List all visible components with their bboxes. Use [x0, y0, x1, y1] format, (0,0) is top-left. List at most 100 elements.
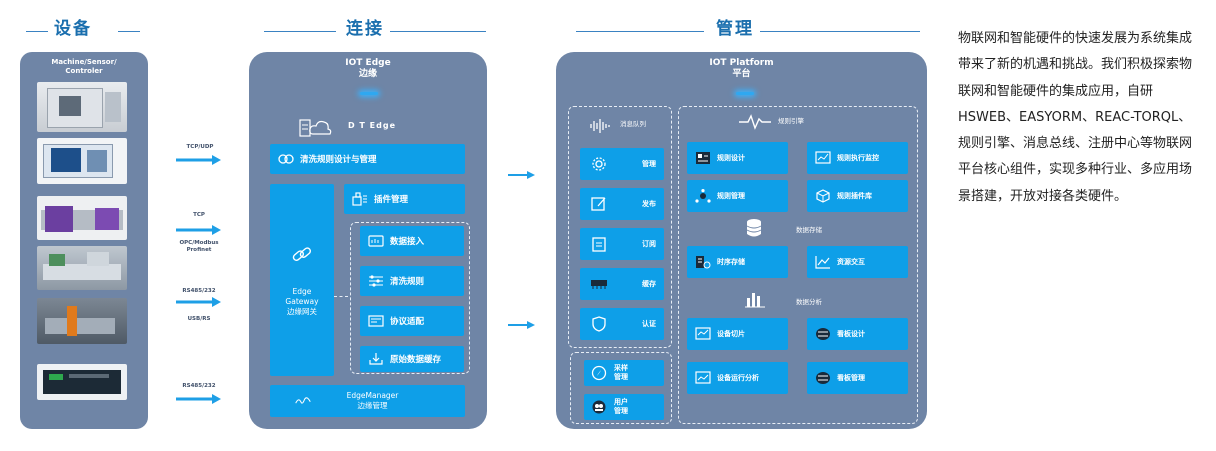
rule-manage-box[interactable]: 规则管理 [687, 180, 788, 212]
wave-path-icon [292, 394, 314, 408]
iot-edge-title: IOT Edge 边缘 [249, 58, 487, 80]
protocol-label-2-line1: TCP [193, 212, 205, 218]
board-manage-label: 看板管理 [837, 374, 865, 382]
protocol-adapt-label: 协议适配 [390, 317, 425, 327]
iot-edge-title-line1: IOT Edge [345, 58, 391, 68]
device-image-cnc-machine [37, 82, 127, 132]
shield-icon [592, 316, 606, 332]
description-text: 物联网和智能硬件的快速发展为系统集成带来了新的机遇和挑战。我们积极探索物联网和智… [958, 31, 1193, 204]
collect-manage-box[interactable]: 采样 管理 [584, 360, 664, 386]
rule-design-icon [695, 151, 711, 165]
dtedge-cloud-icon [299, 119, 332, 137]
protocol-label-1: TCP/UDP [186, 144, 214, 150]
edge-manager-box[interactable]: EdgeManager 边缘管理 [270, 385, 465, 417]
protocol-icon [368, 314, 384, 328]
user-manage-line2: 管理 [614, 407, 628, 415]
protocol-label-2b: OPC/Modbus Profinet [166, 240, 232, 254]
collect-user-group [570, 352, 672, 424]
clean-rule-box[interactable]: 清洗规则 [360, 266, 464, 296]
protocol-label-2: TCP [168, 212, 230, 219]
raw-data-cache-box[interactable]: 原始数据缓存 [360, 346, 464, 372]
collect-manage-line1: 采样 [614, 364, 628, 372]
gateway-sub-dashed-group [350, 222, 470, 374]
queue-item-manage[interactable]: 管理 [580, 148, 664, 180]
slice-monitor-icon [695, 327, 711, 341]
rule-manage-label: 规则管理 [717, 192, 745, 200]
connect-title-line-left [264, 31, 336, 32]
edge-gateway-line3: 边缘网关 [286, 307, 317, 316]
protocol-adapt-box[interactable]: 协议适配 [360, 306, 464, 336]
device-image-workshop [37, 298, 127, 344]
rule-plugin-box[interactable]: 规则插件库 [807, 180, 908, 212]
iot-edge-title-line2: 边缘 [358, 69, 377, 79]
rule-monitor-box[interactable]: 规则执行监控 [807, 142, 908, 174]
gear-icon [592, 157, 606, 171]
network-nodes-icon [695, 189, 711, 203]
board-design-label: 看板设计 [837, 330, 865, 338]
iot-edge-glow [360, 92, 378, 95]
device-slice-box[interactable]: 设备切片 [687, 318, 788, 350]
queue-item-auth-label: 认证 [642, 320, 656, 328]
queue-item-cache[interactable]: 缓存 [580, 268, 664, 300]
ts-storage-box[interactable]: 时序存储 [687, 246, 788, 278]
monitor-chart-icon [815, 151, 831, 165]
layers-icon [815, 327, 831, 341]
board-design-box[interactable]: 看板设计 [807, 318, 908, 350]
protocol-label-2-line2: OPC/Modbus [179, 240, 219, 246]
clipboard-icon [592, 237, 606, 252]
link-loop-icon [278, 152, 294, 166]
queue-item-auth[interactable]: 认证 [580, 308, 664, 340]
queue-item-cache-label: 缓存 [642, 280, 656, 288]
arrow-edge-to-platform-2 [508, 321, 535, 329]
arrow-device-to-edge-4 [176, 394, 221, 404]
protocol-label-4: USB/RS [187, 316, 211, 322]
devices-title-line-right [118, 31, 140, 32]
clean-rule-design-box[interactable]: 清洗规则设计与管理 [270, 144, 465, 174]
device-slice-label: 设备切片 [717, 330, 745, 338]
protocol-label-3: RS485/232 [182, 288, 216, 294]
iot-platform-title-line1: IOT Platform [709, 58, 774, 68]
plugin-icon [352, 192, 368, 206]
plugin-manage-box[interactable]: 插件管理 [344, 184, 465, 214]
data-interact-box[interactable]: 资源交互 [807, 246, 908, 278]
gateway-connector-line [334, 296, 348, 297]
iot-platform-title-line2: 平台 [732, 69, 751, 79]
user-manage-box[interactable]: 用户 管理 [584, 394, 664, 420]
manage-title: 管理 [716, 19, 754, 39]
edge-gateway-box[interactable]: Edge Gateway 边缘网关 [270, 184, 334, 376]
platform-core-group [678, 106, 918, 424]
line-chart-icon [815, 255, 831, 269]
data-storage-title: 数据存储 [796, 226, 822, 234]
manage-title-line-right [760, 31, 920, 32]
data-analysis-title: 数据分析 [796, 298, 822, 306]
device-image-factory-line [37, 246, 127, 290]
download-icon [368, 352, 384, 366]
raw-data-cache-label: 原始数据缓存 [390, 355, 442, 365]
memory-icon [591, 280, 607, 289]
iot-platform-glow [736, 92, 754, 95]
protocol-label-2-line3: Profinet [186, 247, 212, 253]
connect-title: 连接 [346, 19, 384, 39]
database-icon [746, 219, 762, 237]
rule-design-box[interactable]: 规则设计 [687, 142, 788, 174]
edge-gateway-line2: Gateway [285, 297, 319, 306]
queue-wave-icon [590, 119, 610, 133]
device-run-analysis-box[interactable]: 设备运行分析 [687, 362, 788, 394]
layers-icon-2 [815, 371, 831, 385]
dtedge-label: D T Edge [348, 121, 397, 130]
queue-item-subscribe[interactable]: 订阅 [580, 228, 664, 260]
queue-item-subscribe-label: 订阅 [642, 240, 656, 248]
bar-chart-icon [745, 293, 765, 308]
queue-item-publish[interactable]: 发布 [580, 188, 664, 220]
devices-panel-title: Machine/Sensor/ Controler [51, 58, 117, 75]
user-manage-line1: 用户 [614, 398, 628, 406]
board-manage-box[interactable]: 看板管理 [807, 362, 908, 394]
edge-manager-line1: EdgeManager [346, 391, 399, 400]
device-image-injection-machine [37, 196, 127, 240]
queue-item-manage-label: 管理 [642, 160, 656, 168]
data-access-box[interactable]: 数据接入 [360, 226, 464, 256]
device-image-plc-controller [37, 364, 127, 400]
data-interact-label: 资源交互 [837, 258, 865, 266]
queue-item-publish-label: 发布 [642, 200, 656, 208]
protocol-label-5: RS485/232 [182, 383, 216, 389]
